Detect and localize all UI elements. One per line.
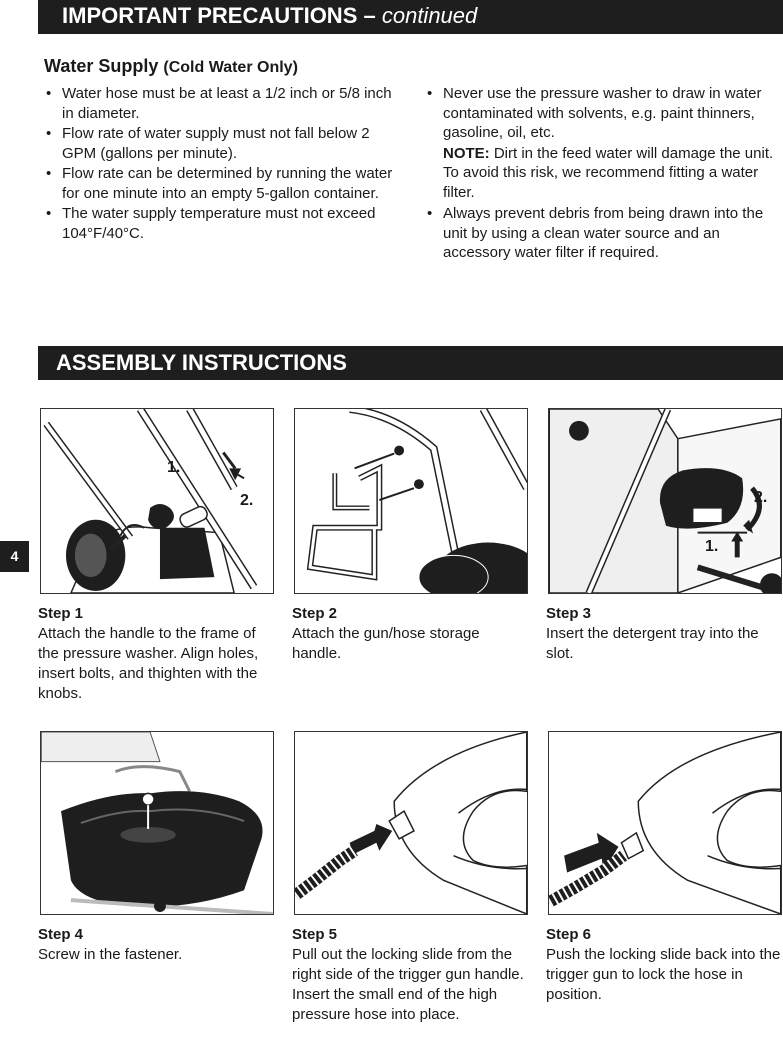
step-text: Push the locking slide back into the tri… <box>546 946 781 1003</box>
precautions-title: IMPORTANT PRECAUTIONS – <box>62 3 376 28</box>
page-number-tab: 4 <box>0 541 29 572</box>
step-title: Step 4 <box>38 926 84 943</box>
step-2-caption: Step 2 Attach the gun/hose storage handl… <box>292 604 530 664</box>
label-2: 2. <box>754 489 768 506</box>
step-text: Attach the gun/hose storage handle. <box>292 625 480 662</box>
step-6-caption: Step 6 Push the locking slide back into … <box>546 925 783 1005</box>
step-1-caption: Step 1 Attach the handle to the frame of… <box>38 604 276 704</box>
precautions-banner: IMPORTANT PRECAUTIONS – continued <box>38 0 783 34</box>
water-supply-list-left: Water hose must be at least a 1/2 inch o… <box>44 84 400 244</box>
step-title: Step 3 <box>546 605 592 622</box>
assembly-title: ASSEMBLY INSTRUCTIONS <box>56 350 347 375</box>
step-5-caption: Step 5 Pull out the locking slide from t… <box>292 925 530 1025</box>
step-title: Step 2 <box>292 605 338 622</box>
note-text: Dirt in the feed water will damage the u… <box>443 144 774 201</box>
step-3-illustration: 2. 1. <box>548 408 782 594</box>
water-supply-title: Water Supply <box>44 56 159 76</box>
note-label: NOTE: <box>443 144 490 162</box>
step-title: Step 1 <box>38 605 84 622</box>
water-supply-list-right: Never use the pressure washer to draw in… <box>425 84 780 264</box>
list-item: Always prevent debris from being drawn i… <box>425 204 780 263</box>
step-4-illustration <box>40 731 274 915</box>
label-2: 2. <box>240 492 254 509</box>
step-5-illustration <box>294 731 528 915</box>
step-text: Pull out the locking slide from the righ… <box>292 946 524 1023</box>
water-supply-heading: Water Supply (Cold Water Only) <box>44 56 298 77</box>
water-supply-subtitle: (Cold Water Only) <box>163 59 298 76</box>
list-item: Water hose must be at least a 1/2 inch o… <box>44 84 400 123</box>
step-2-illustration <box>294 408 528 594</box>
list-item-text: Never use the pressure washer to draw in… <box>443 85 762 141</box>
note: NOTE: Dirt in the feed water will damage… <box>443 144 780 203</box>
step-title: Step 6 <box>546 926 592 943</box>
step-text: Attach the handle to the frame of the pr… <box>38 625 259 702</box>
list-item: Flow rate can be determined by running t… <box>44 164 400 203</box>
label-1: 1. <box>167 459 181 476</box>
list-item: The water supply temperature must not ex… <box>44 204 400 243</box>
assembly-banner: ASSEMBLY INSTRUCTIONS <box>38 346 783 380</box>
step-4-caption: Step 4 Screw in the fastener. <box>38 925 276 965</box>
step-title: Step 5 <box>292 926 338 943</box>
label-1: 1. <box>705 538 719 555</box>
precautions-continued: continued <box>381 3 478 28</box>
step-1-illustration: 1. 2. <box>40 408 274 594</box>
step-text: Insert the detergent tray into the slot. <box>546 625 759 662</box>
step-6-illustration <box>548 731 782 915</box>
list-item: Never use the pressure washer to draw in… <box>425 84 780 202</box>
list-item: Flow rate of water supply must not fall … <box>44 124 400 163</box>
step-3-caption: Step 3 Insert the detergent tray into th… <box>546 604 783 664</box>
step-text: Screw in the fastener. <box>38 946 183 963</box>
